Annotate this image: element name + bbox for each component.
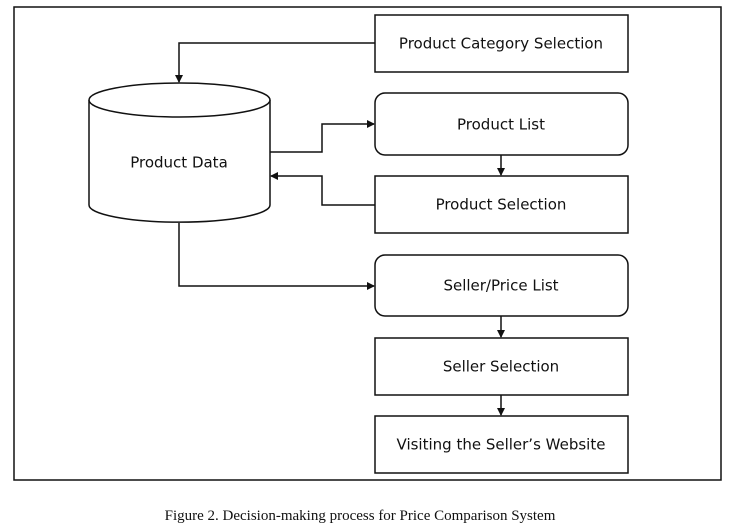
figure-frame <box>13 6 722 481</box>
label-seller-selection: Seller Selection <box>443 358 559 376</box>
label-seller-price-list: Seller/Price List <box>443 277 558 295</box>
box-product-selection <box>374 175 629 234</box>
node-seller-selection: Seller Selection <box>374 337 629 396</box>
box-product-category-selection <box>374 14 629 73</box>
node-visiting-seller-website: Visiting the Seller’s Website <box>374 415 629 474</box>
node-product-data: Product Data <box>88 82 271 223</box>
node-seller-price-list: Seller/Price List <box>374 254 629 317</box>
arrow-data-to-seller-price-list <box>178 223 375 290</box>
node-product-category-selection: Product Category Selection <box>374 14 629 73</box>
label-product-data: Product Data <box>130 154 228 172</box>
database-cylinder-top <box>88 82 271 118</box>
label-product-selection: Product Selection <box>436 196 567 214</box>
label-product-list: Product List <box>457 116 545 134</box>
arrow-selection-to-data <box>270 172 375 206</box>
figure-caption: Figure 2. Decision-making process for Pr… <box>164 508 556 524</box>
node-product-selection: Product Selection <box>374 175 629 234</box>
node-product-list: Product List <box>374 92 629 156</box>
box-visiting-seller-website <box>374 415 629 474</box>
database-cylinder <box>88 100 271 223</box>
label-visiting-seller-website: Visiting the Seller’s Website <box>397 436 606 454</box>
label-product-category-selection: Product Category Selection <box>399 35 603 53</box>
arrow-data-to-product-list <box>270 120 375 153</box>
arrow-category-to-data <box>175 42 375 83</box>
